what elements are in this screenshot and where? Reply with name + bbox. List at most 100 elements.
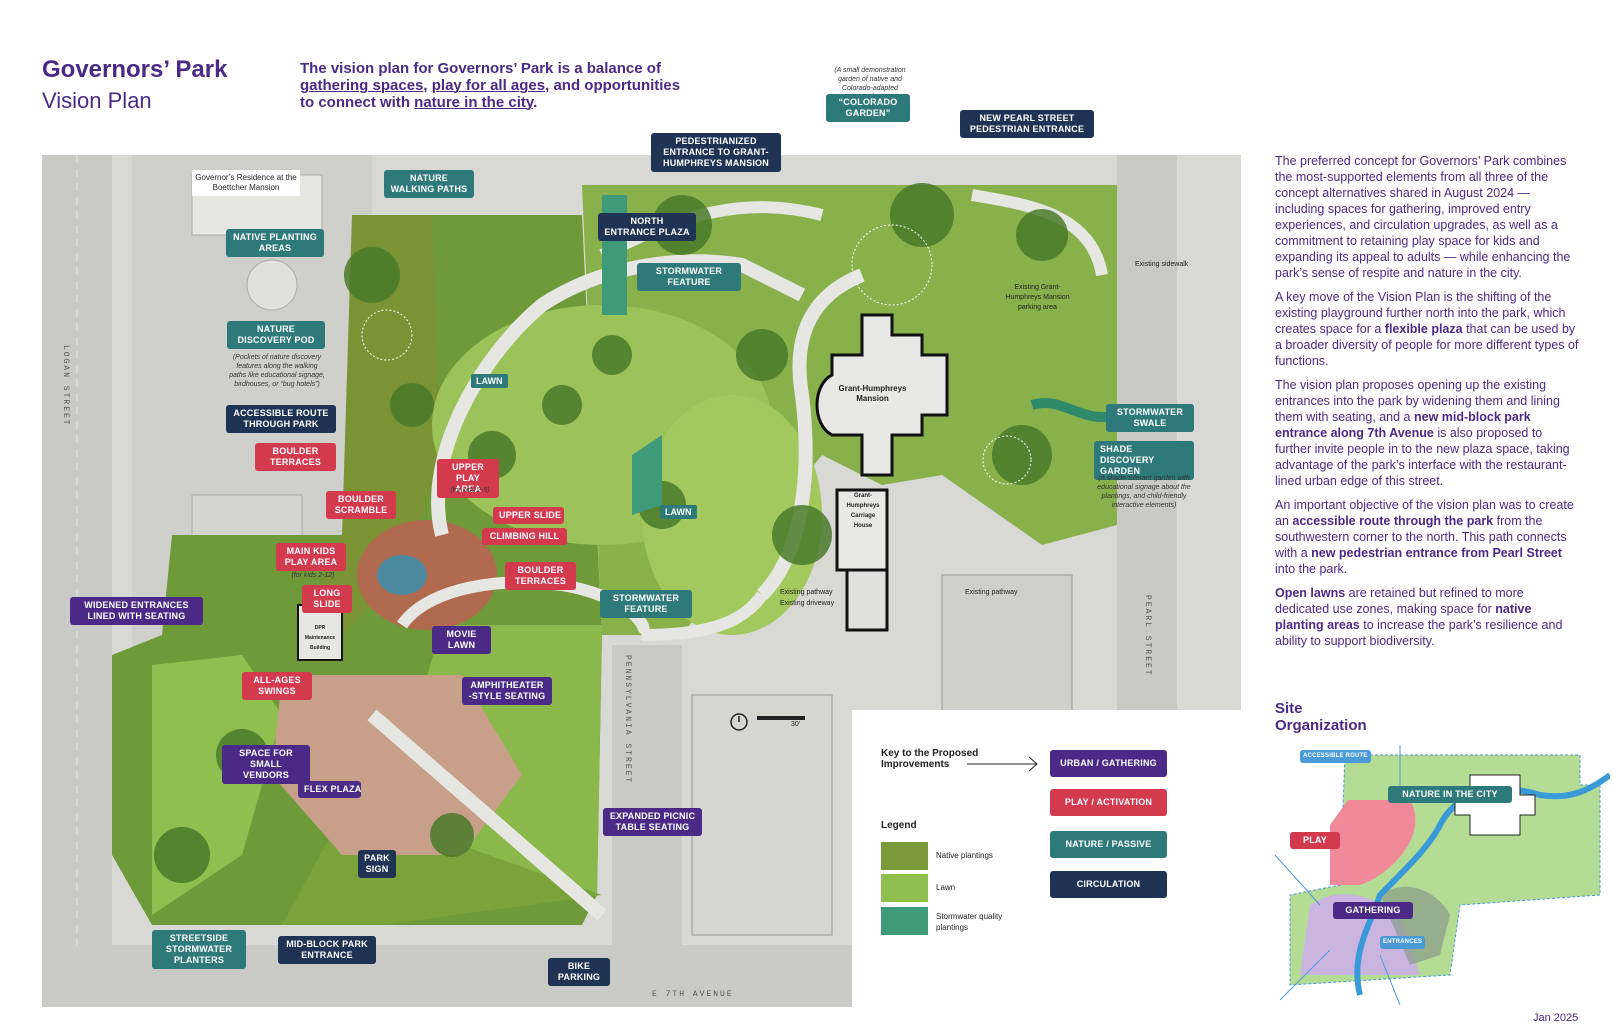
site-play-label: PLAY: [1290, 832, 1340, 849]
play-for-all-ages-link[interactable]: play for all ages: [431, 77, 546, 94]
p4-text-e: into the park.: [1275, 562, 1348, 576]
sidebar-p2: A key move of the Vision Plan is the shi…: [1275, 289, 1580, 369]
intro-line-3: to connect with: [300, 94, 415, 111]
p5-bold-a: Open lawns: [1275, 586, 1346, 600]
nature-discovery-pod-label: NATURE DISCOVERY POD: [227, 321, 325, 349]
climbing-hill-label[interactable]: CLIMBING HILL: [482, 528, 567, 545]
streetside-planters-label: STREETSIDE STORMWATER PLANTERS: [152, 930, 246, 969]
lawn-legend-text: Lawn: [936, 883, 956, 892]
p5-text-d: to increase the park’s resilience and ab…: [1275, 618, 1563, 648]
existing-pathway-east-label: Existing pathway: [965, 589, 1018, 596]
stormwater-legend-text: Stormwater quality plantings: [936, 912, 1003, 932]
lawn-label-north: LAWN: [471, 374, 508, 388]
p5-text-b: are retained but refined to more dedicat…: [1275, 586, 1524, 616]
legend-circulation[interactable]: CIRCULATION: [1050, 871, 1167, 898]
small-vendors-label[interactable]: SPACE FOR SMALL VENDORS: [222, 745, 310, 784]
expanded-picnic-label[interactable]: EXPANDED PICNIC TABLE SEATING: [603, 808, 702, 836]
site-entrances-label: ENTRANCES: [1380, 936, 1426, 949]
intro-separator: ,: [423, 77, 432, 94]
amphitheater-seating-label[interactable]: AMPHITHEATER -STYLE SEATING: [462, 677, 552, 705]
stormwater-feature-mid-label: STORMWATER FEATURE: [600, 590, 692, 618]
native-plantings-legend-text: Native plantings: [936, 851, 993, 860]
boulder-scramble-label[interactable]: BOULDER SCRAMBLE: [326, 491, 396, 519]
movie-lawn-label[interactable]: MOVIE LAWN: [432, 626, 491, 654]
carriage-house-label: Grant-Humphreys Carriage House: [846, 493, 880, 529]
sidebar-p5: Open lawns are retained but refined to m…: [1275, 585, 1580, 649]
nature-in-city-link[interactable]: nature in the city: [414, 94, 534, 111]
boulder-terraces-lower-label[interactable]: BOULDER TERRACES: [505, 562, 576, 590]
logan-street-label: LOGAN STREET: [61, 345, 70, 427]
new-pearl-entrance-label: NEW PEARL STREET PEDESTRIAN ENTRANCE: [960, 110, 1094, 138]
main-kids-play-label[interactable]: MAIN KIDS PLAY AREA: [276, 543, 346, 571]
site-organization-diagram: [1274, 745, 1610, 1006]
page-title: Governors’ Park: [42, 56, 228, 83]
legend-title: Legend: [881, 820, 917, 831]
p3-bold: new mid-block park entrance along 7th Av…: [1275, 410, 1531, 440]
boulder-terraces-upper-label[interactable]: BOULDER TERRACES: [255, 443, 336, 471]
mansion-label: Grant-Humphreys Mansion: [838, 384, 907, 403]
mid-block-entrance-label: MID-BLOCK PARK ENTRANCE: [278, 936, 376, 964]
sidebar-text: The preferred concept for Governors’ Par…: [1275, 153, 1580, 657]
existing-sidewalk-label: Existing sidewalk: [1135, 261, 1189, 268]
native-plantings-swatch: [881, 842, 928, 870]
p2-text-a: A key move of the Vision Plan is the shi…: [1275, 290, 1566, 336]
intro-end: .: [533, 94, 538, 111]
native-planting-areas-label: NATIVE PLANTING AREAS: [226, 229, 324, 257]
intro-line-2: , and opportunities: [545, 77, 681, 94]
widened-entrances-label[interactable]: WIDENED ENTRANCES LINED WITH SEATING: [70, 597, 203, 625]
all-ages-swings-label[interactable]: ALL-AGES SWINGS: [242, 672, 312, 700]
lawn-label-central: LAWN: [660, 505, 697, 519]
lawn-swatch: [881, 874, 928, 902]
legend-nature-passive[interactable]: NATURE / PASSIVE: [1050, 831, 1167, 858]
site-title-line2: Organization: [1275, 717, 1367, 734]
p2-text-c: that can be used by a broader diversity …: [1275, 322, 1579, 368]
p3-text-a: The vision plan proposes opening up the …: [1275, 378, 1560, 424]
p4-text-c: from the southwestern corner to the nort…: [1275, 514, 1567, 560]
site-accessible-route-label: ACCESSIBLE ROUTE: [1300, 750, 1371, 763]
governor-residence-label: Governor’s Residence at the Boettcher Ma…: [192, 170, 300, 196]
nature-walking-paths-label: NATURE WALKING PATHS: [384, 170, 474, 198]
site-nature-in-city-label: NATURE IN THE CITY: [1388, 786, 1512, 803]
site-title-line1: Site: [1275, 700, 1303, 717]
park-sign-label: PARK SIGN: [358, 850, 396, 878]
shade-garden-note: (A shade-tolerant garden with educationa…: [1097, 475, 1191, 509]
seventh-avenue-label: E 7TH AVENUE: [652, 990, 734, 999]
legend-play-activation[interactable]: PLAY / ACTIVATION: [1050, 789, 1167, 816]
pennsylvania-street-label: PENNSYLVANIA STREET: [623, 655, 632, 785]
stormwater-swatch: [881, 907, 928, 935]
p5-bold-c: native planting areas: [1275, 602, 1532, 632]
pedestrianized-entrance-label: PEDESTRIANIZED ENTRANCE TO GRANT-HUMPHRE…: [651, 133, 781, 172]
long-slide-label[interactable]: LONG SLIDE: [302, 585, 352, 613]
upper-slide-label[interactable]: UPPER SLIDE: [493, 507, 564, 524]
p4-bold-b: accessible route through the park: [1292, 514, 1494, 528]
existing-pathway-label: Existing pathway: [780, 589, 833, 596]
mansion-parking-label: Existing Grant-Humphreys Mansion parking…: [1005, 284, 1070, 311]
date-label: Jan 2025: [1533, 1012, 1579, 1024]
key-arrow-icon: [967, 756, 1038, 772]
gathering-spaces-link[interactable]: gathering spaces: [300, 77, 424, 94]
bike-parking-label: BIKE PARKING: [548, 958, 610, 986]
flex-plaza-label[interactable]: FLEX PLAZA: [298, 781, 361, 798]
upper-play-area-label[interactable]: UPPER PLAY AREA: [437, 459, 499, 498]
site-gathering-label: GATHERING: [1333, 902, 1413, 919]
sidebar-p4: An important objective of the vision pla…: [1275, 497, 1580, 577]
dpr-building-label: DPR Maintenance Building: [304, 625, 336, 651]
p2-bold: flexible plaza: [1384, 322, 1463, 336]
key-title: Key to the Proposed Improvements: [881, 748, 979, 770]
legend-urban-gathering[interactable]: URBAN / GATHERING: [1050, 750, 1167, 777]
p4-text-a: An important objective of the vision pla…: [1275, 498, 1574, 528]
sidebar-p1: The preferred concept for Governors’ Par…: [1275, 154, 1571, 280]
upper-play-note: (for kids 2-5): [450, 487, 490, 494]
nature-pod-note: (Pockets of nature discovery features al…: [229, 354, 325, 388]
stormwater-feature-top-label: STORMWATER FEATURE: [637, 263, 741, 291]
colorado-garden-label: “COLORADO GARDEN”: [826, 94, 910, 122]
pearl-street-label: PEARL STREET: [1143, 595, 1152, 677]
p3-text-c: is also proposed to further invite peopl…: [1275, 426, 1570, 488]
shade-discovery-garden-label: SHADE DISCOVERY GARDEN: [1094, 441, 1194, 480]
scale-label: 30': [791, 721, 801, 728]
existing-driveway-label: Existing driveway: [780, 600, 835, 607]
sidebar-p3: The vision plan proposes opening up the …: [1275, 377, 1580, 489]
p4-bold-d: new pedestrian entrance from Pearl Stree…: [1311, 546, 1562, 560]
